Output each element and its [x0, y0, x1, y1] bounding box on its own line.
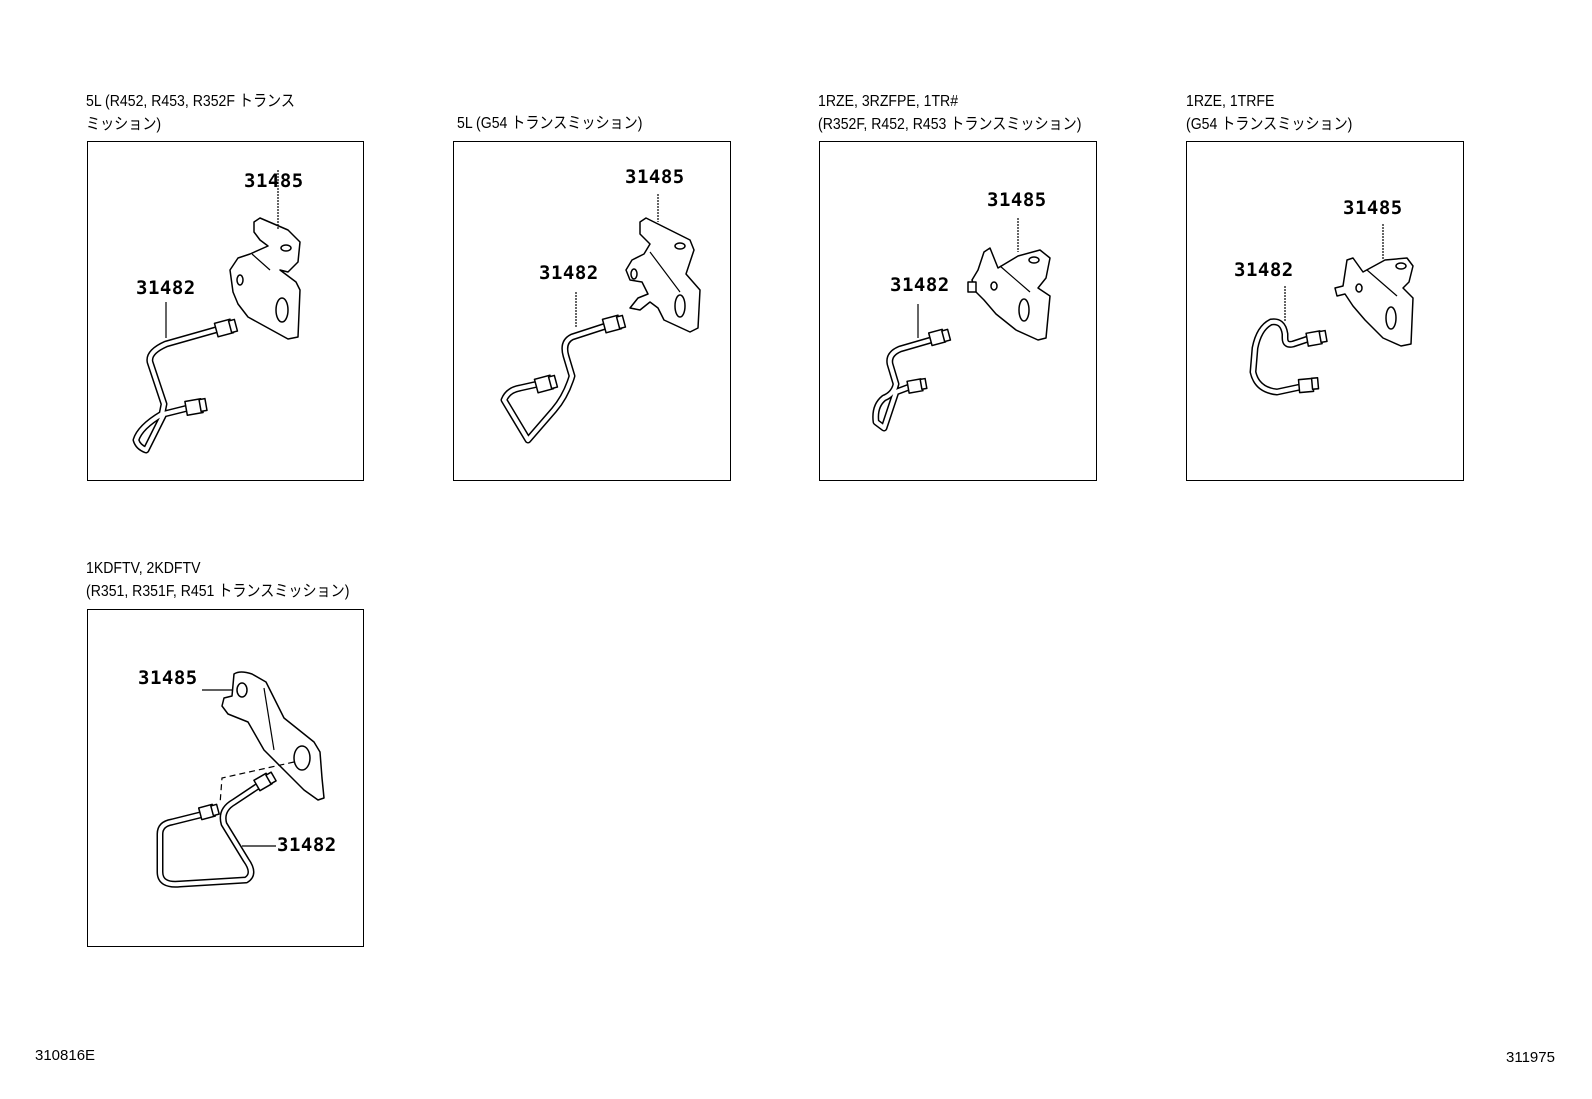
- panel-5-parts-drawing: [156, 671, 325, 888]
- illustration-code-left: 310816E: [35, 1047, 96, 1064]
- part-label-31482: 31482: [277, 834, 337, 856]
- panel-3-caption-line2: (R352F, R452, R453 トランスミッション): [818, 116, 1082, 133]
- part-label-31485: 31485: [1343, 197, 1403, 219]
- part-label-31485: 31485: [138, 667, 198, 689]
- part-label-31485: 31485: [625, 166, 685, 188]
- panel-4-illustration: 31485 31482: [1186, 141, 1464, 481]
- part-label-31485: 31485: [987, 189, 1047, 211]
- part-label-31482: 31482: [136, 277, 196, 299]
- panel-4-parts-drawing: [1249, 224, 1414, 396]
- part-label-31482: 31482: [890, 274, 950, 296]
- part-label-31485: 31485: [244, 170, 304, 192]
- panel-4-caption: 1RZE, 1TRFE (G54 トランスミッション): [1186, 90, 1352, 136]
- panel-3-illustration: 31485 31482: [819, 141, 1097, 481]
- panel-1-caption-line2: ミッション): [86, 116, 162, 133]
- panel-1-caption: 5L (R452, R453, R352F トランス ミッション): [86, 90, 295, 136]
- panel-1-caption-line1: 5L (R452, R453, R352F トランス: [86, 93, 295, 110]
- panel-3-caption-line1: 1RZE, 3RZFPE, 1TR#: [818, 93, 959, 110]
- panel-5-caption-line1: 1KDFTV, 2KDFTV: [86, 560, 201, 577]
- panel-2-caption-line1: 5L (G54 トランスミッション): [457, 115, 643, 132]
- panel-1-illustration: 31485 31482: [87, 141, 364, 481]
- part-label-31482: 31482: [539, 262, 599, 284]
- illustration-code-right: 311975: [1506, 1049, 1555, 1066]
- panel-2-caption: 5L (G54 トランスミッション): [457, 112, 642, 135]
- panel-4-caption-line1: 1RZE, 1TRFE: [1186, 93, 1275, 110]
- panel-2-parts-drawing: [500, 194, 701, 444]
- panel-2-illustration: 31485 31482: [453, 141, 731, 481]
- panel-3-parts-drawing: [872, 218, 1051, 432]
- panel-5-caption-line2: (R351, R351F, R451 トランスミッション): [86, 583, 350, 600]
- panel-4-caption-line2: (G54 トランスミッション): [1186, 116, 1353, 133]
- panel-1-parts-drawing: [132, 170, 301, 454]
- panel-3-caption: 1RZE, 3RZFPE, 1TR# (R352F, R452, R453 トラ…: [818, 90, 1081, 136]
- panel-5-illustration: 31485 31482: [87, 609, 364, 947]
- part-label-31482: 31482: [1234, 259, 1294, 281]
- panel-5-caption: 1KDFTV, 2KDFTV (R351, R351F, R451 トランスミッ…: [86, 557, 349, 603]
